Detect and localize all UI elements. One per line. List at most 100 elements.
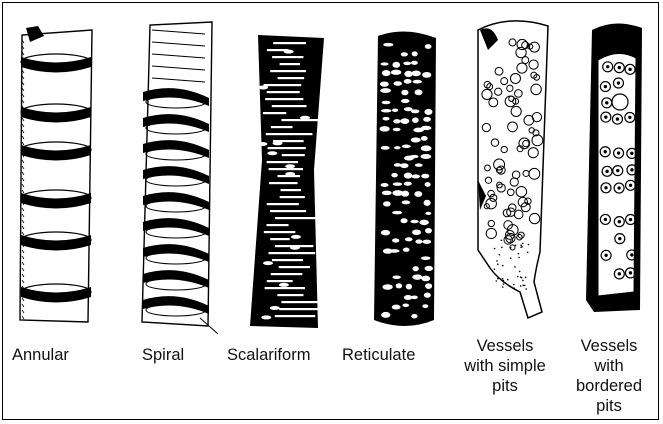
spiral-fine-line (152, 66, 205, 70)
annular-ring-band (21, 287, 91, 303)
reticulate-mesh-hole (412, 266, 418, 271)
bordered-pit-aperture (617, 151, 620, 154)
spiral-turn (146, 96, 206, 108)
reticulate-mesh-hole (391, 173, 398, 178)
scalariform-rung-gap (281, 189, 301, 191)
annular-wall-texture (22, 184, 24, 187)
simple-pits-label: Vessels with simple pits (455, 336, 555, 396)
bordered-pit-aperture (604, 186, 607, 189)
scalariform-pit (270, 306, 280, 310)
annular-wall-texture (22, 226, 24, 229)
simple-pit-dot (520, 276, 522, 278)
reticulate-mesh-hole (421, 174, 429, 179)
reticulate-mesh-hole (404, 295, 412, 300)
annular-wall-texture (22, 262, 24, 265)
scalariform-rung-gap (268, 147, 306, 149)
reticulate-mesh-hole (424, 293, 431, 298)
reticulate-mesh-hole (380, 126, 390, 132)
reticulate-mesh-hole (402, 145, 411, 149)
reticulate-mesh-hole (401, 99, 410, 103)
bordered-pit-aperture (617, 186, 620, 189)
simple-pit-dot (520, 244, 522, 246)
simple-pit-dot (515, 244, 517, 246)
reticulate-mesh-hole (382, 101, 391, 104)
bordered-pit-aperture (630, 152, 633, 155)
scalariform-rung-gap (267, 280, 293, 282)
simple-pit-dot (494, 248, 496, 250)
spiral-band (143, 166, 209, 184)
bordered-pit-aperture (618, 220, 621, 223)
scalariform-rung-gap (275, 217, 316, 219)
scalariform-vessel-drawing (250, 35, 328, 328)
bordered-pit-aperture (628, 68, 631, 71)
reticulate-mesh-hole (381, 312, 390, 318)
scalariform-rung-gap (264, 84, 302, 86)
scalariform-pit (285, 172, 295, 176)
annular-ring-band (21, 107, 91, 123)
annular-wall-texture (22, 298, 24, 301)
reticulate-mesh-hole (402, 303, 409, 307)
reticulate-mesh-hole (425, 44, 432, 49)
simple-pit-dot (502, 286, 504, 288)
scalariform-rung-gap (281, 301, 325, 303)
annular-ring-band (21, 145, 91, 161)
simple-pit-dot (497, 278, 499, 280)
scalariform-pit (284, 50, 294, 54)
reticulate-mesh-hole (394, 163, 401, 167)
scalariform-rung-gap (282, 154, 305, 156)
reticulate-mesh-hole (383, 117, 390, 121)
reticulate-mesh-hole (415, 239, 422, 243)
reticulate-mesh-hole (421, 276, 430, 282)
annular-wall-texture (22, 190, 24, 193)
annular-wall-texture (22, 208, 24, 211)
simple-pit-dot (525, 288, 527, 290)
annular-label: Annular (12, 345, 82, 365)
bordered-pit-aperture (628, 116, 631, 119)
reticulate-mesh-hole (412, 117, 419, 122)
reticulate-mesh-hole (389, 249, 400, 253)
reticulate-mesh-hole (424, 109, 432, 115)
reticulate-mesh-hole (403, 62, 411, 65)
simple-pit-dot (522, 280, 524, 282)
annular-wall-texture (22, 268, 24, 271)
spiral-band (143, 88, 209, 106)
spiral-band (143, 270, 209, 288)
simple-pit-dot (513, 287, 515, 289)
reticulate-mesh-hole (412, 274, 422, 279)
scalariform-rung-gap (264, 231, 296, 233)
annular-wall-texture (22, 94, 24, 97)
bordered-pit-aperture (604, 115, 607, 118)
reticulate-mesh-hole (413, 80, 422, 84)
spiral-turn (146, 200, 206, 212)
simple-pit-dot (523, 285, 525, 287)
simple-pit-dot (522, 243, 524, 245)
simple-pit-dot (525, 277, 527, 279)
scalariform-rung-gap (269, 182, 298, 184)
reticulate-mesh-hole (402, 200, 411, 204)
reticulate-mesh-hole (393, 81, 402, 86)
scalariform-pit (300, 116, 310, 120)
annular-ring-band (21, 193, 91, 209)
reticulate-mesh-hole (383, 201, 391, 206)
bordered-pit-aperture (616, 169, 619, 172)
simple-pit-dot (501, 247, 503, 249)
scalariform-rung-gap (278, 77, 305, 79)
bordered-pit-aperture (605, 101, 608, 104)
annular-wall-texture (22, 166, 24, 169)
reticulate-mesh-hole (392, 238, 399, 242)
reticulate-mesh-hole (392, 305, 401, 310)
scalariform-pit (267, 151, 277, 155)
reticulate-mesh-hole (425, 212, 431, 215)
bordered-pit-aperture (618, 237, 621, 240)
reticulate-mesh-hole (425, 182, 431, 187)
simple-pit-dot (520, 285, 522, 287)
scalariform-rung-gap (269, 168, 303, 170)
simple-pit-dot (499, 254, 501, 256)
reticulate-mesh-hole (381, 62, 389, 65)
spiral-band (143, 140, 209, 158)
reticulate-mesh-hole (422, 72, 431, 78)
reticulate-mesh-hole (393, 119, 400, 123)
simple-pit-dot (503, 283, 505, 285)
scalariform-rung-gap (270, 210, 306, 212)
scalariform-rung-gap (277, 294, 303, 296)
